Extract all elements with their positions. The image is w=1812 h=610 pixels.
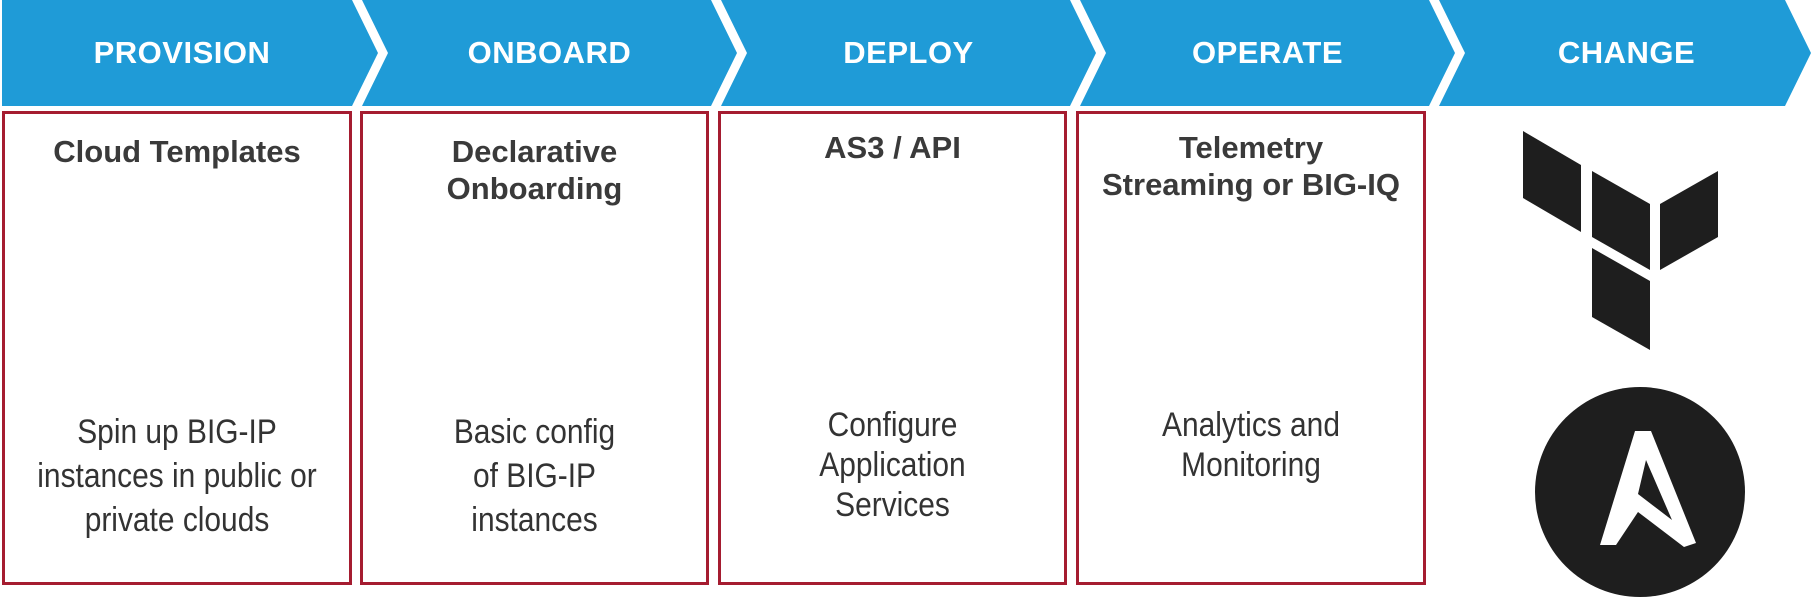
stage-label-deploy: DEPLOY (843, 35, 974, 70)
card-provision: Cloud Templates Spin up BIG-IP instances… (2, 111, 352, 585)
card-onboard: Declarative Onboarding Basic config of B… (360, 111, 709, 585)
card-description: Basic config of BIG-IP instances (453, 413, 616, 539)
chevron-change (1439, 0, 1811, 106)
card-description: Analytics and Monitoring (1162, 406, 1340, 484)
ansible-icon (1535, 387, 1745, 597)
stage-label-provision: PROVISION (93, 35, 271, 70)
card-operate: Telemetry Streaming or BIG-IQ Analytics … (1076, 111, 1426, 585)
chevron-onboard (362, 0, 737, 106)
card-title: Cloud Templates (53, 134, 301, 169)
stage-label-operate: OPERATE (1191, 35, 1344, 70)
stage-label-change: CHANGE (1557, 35, 1696, 70)
card-deploy: AS3 / API Configure Application Services (718, 111, 1067, 585)
card-title: Declarative Onboarding (446, 134, 623, 206)
card-title: Telemetry Streaming or BIG-IQ (1102, 130, 1400, 202)
chevron-operate (1080, 0, 1455, 106)
chevron-deploy (721, 0, 1096, 106)
chevron-provision (2, 0, 378, 106)
stage-label-onboard: ONBOARD (467, 35, 632, 70)
card-title: AS3 / API (824, 130, 961, 165)
card-description: Configure Application Services (819, 406, 966, 524)
card-description: Spin up BIG-IP instances in public or pr… (37, 413, 317, 539)
terraform-icon (1523, 131, 1718, 350)
process-chevron-bar (2, 0, 1811, 106)
